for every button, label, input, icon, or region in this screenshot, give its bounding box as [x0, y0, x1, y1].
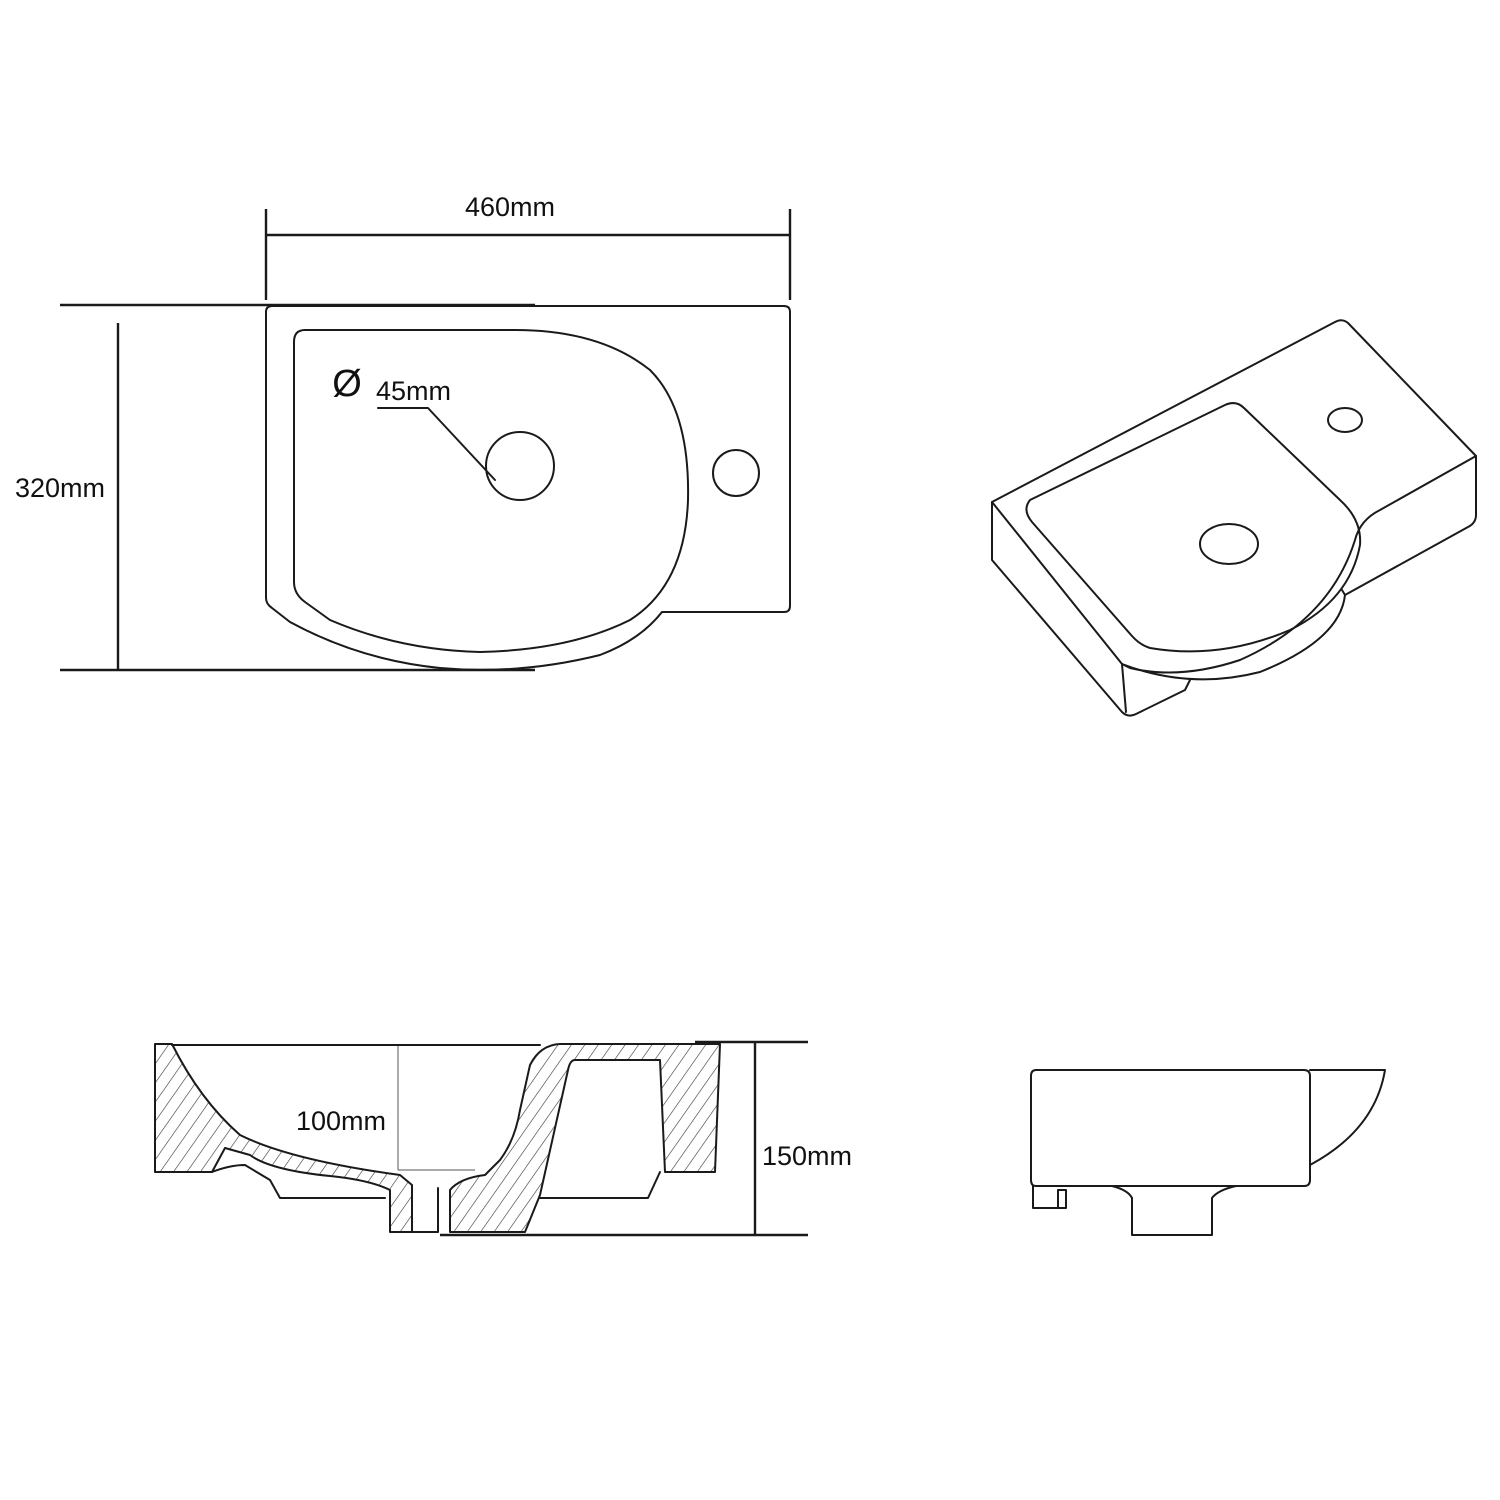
side-body	[1030, 1069, 1311, 1187]
width-label: 460mm	[465, 192, 555, 222]
perspective-front-face	[991, 501, 1191, 717]
perspective-view	[991, 319, 1477, 717]
side-bowl-profile	[1309, 1069, 1386, 1166]
basin-outline-top	[265, 305, 791, 671]
section-right-wall	[449, 1043, 721, 1233]
depth-dimension: 320mm	[15, 303, 535, 672]
side-view	[1030, 1069, 1386, 1236]
drain-hole-top	[485, 431, 555, 501]
perspective-top-face	[991, 319, 1477, 674]
side-tap-stub	[1032, 1185, 1067, 1209]
perspective-right-side	[1341, 455, 1477, 596]
side-drain-stub	[1111, 1185, 1237, 1236]
width-dimension: 460mm	[264, 192, 792, 300]
perspective-bowl	[1025, 402, 1362, 653]
depth-label: 320mm	[15, 473, 105, 503]
perspective-tap-hole-icon	[1327, 407, 1363, 433]
drain-diameter-label: 45mm	[376, 376, 451, 406]
bowl-outline-top	[293, 329, 690, 653]
tap-hole-top	[712, 449, 760, 497]
diameter-symbol-icon: Ø	[332, 363, 362, 405]
top-view: 460mm 320mm Ø 45mm	[15, 192, 792, 672]
drain-diameter-annotation: Ø 45mm	[332, 363, 496, 481]
height-dimension: 150mm	[440, 1040, 852, 1237]
basin-depth-label: 100mm	[296, 1106, 386, 1136]
total-height-label: 150mm	[762, 1141, 852, 1171]
perspective-drain-icon	[1199, 523, 1259, 565]
section-left-wall	[154, 1043, 413, 1233]
section-view: 150mm 100mm	[154, 1040, 852, 1237]
